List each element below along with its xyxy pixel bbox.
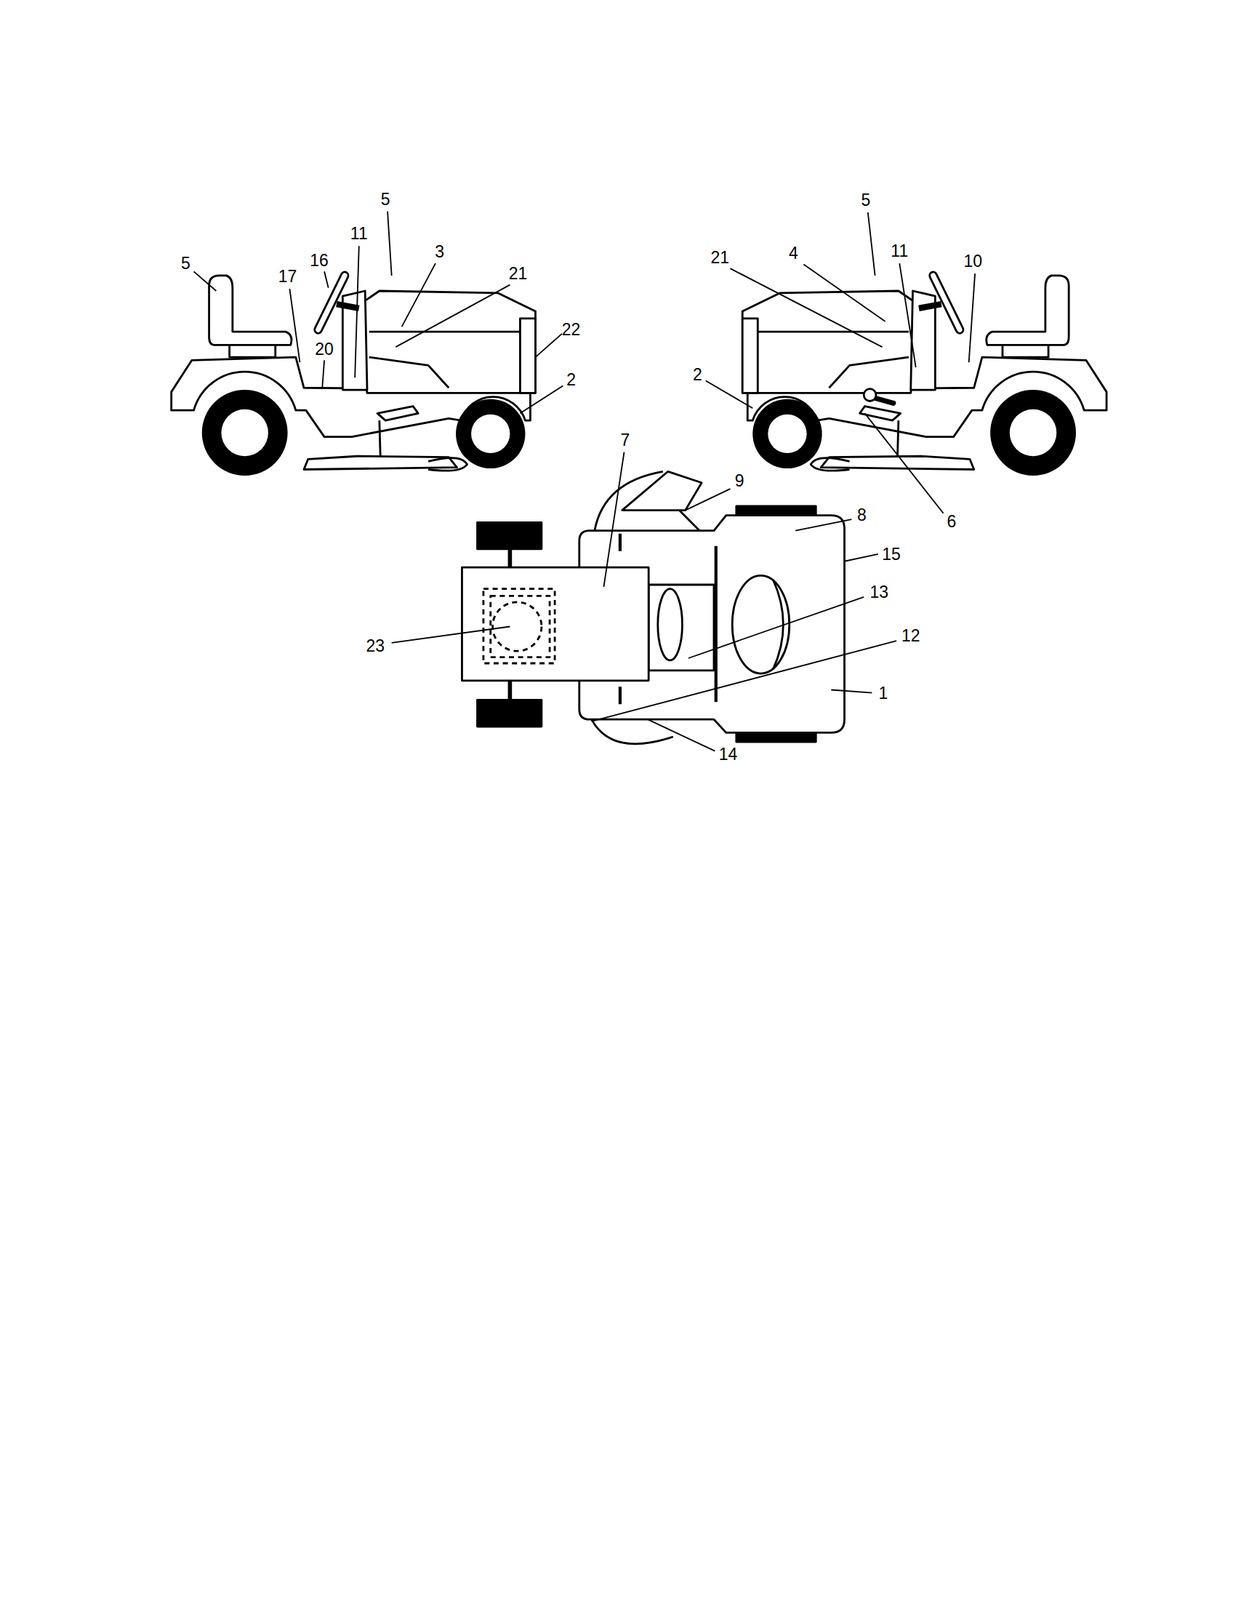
leader-line-part	[535, 333, 562, 357]
leader-line-part	[519, 385, 563, 413]
mower-left-view	[171, 275, 536, 476]
lift-lever	[863, 388, 894, 404]
mower-top-view-part	[492, 601, 542, 651]
mower-top-view	[461, 471, 845, 744]
leader-line-part	[354, 245, 360, 378]
mower-top-view-part	[772, 579, 783, 669]
mower-top-view-part	[508, 680, 513, 701]
mower-top-view-part	[591, 719, 674, 744]
callout-number: 15	[880, 544, 903, 563]
callout-number: 5	[379, 189, 392, 208]
leader-line-part	[688, 596, 864, 658]
mower-top-view-part	[461, 567, 649, 681]
callout-number: 12	[900, 625, 922, 645]
leader-line-part	[729, 268, 882, 347]
leader-line-part	[830, 689, 872, 693]
leader-line-part	[803, 264, 885, 323]
callout-number: 23	[364, 636, 387, 655]
leader-line-part	[844, 553, 879, 562]
leader-line-part	[647, 719, 716, 751]
callout-number: 2	[691, 364, 704, 384]
mower-top-view-part	[622, 471, 702, 510]
leader-line-part	[795, 519, 852, 530]
callout-number: 5	[179, 253, 192, 272]
mower-top-view-part	[490, 595, 550, 657]
callout-number: 16	[308, 250, 331, 269]
leader-line-part	[603, 452, 624, 587]
mower-top-view-part	[648, 584, 714, 671]
leader-line-part	[402, 263, 436, 327]
callout-number: 13	[868, 582, 890, 601]
mower-top-view-part	[477, 700, 542, 727]
mower-top-view-part	[736, 732, 816, 742]
leader-line-part	[387, 211, 392, 276]
callout-number: 8	[855, 505, 869, 525]
mower-top-view-part	[732, 575, 790, 674]
mower-top-view-part	[483, 588, 555, 664]
leader-line-part	[324, 271, 329, 288]
callout-number: 1	[876, 683, 890, 702]
callout-number: 3	[433, 242, 446, 261]
leader-line-part	[705, 380, 754, 408]
lift-lever-part	[875, 397, 894, 403]
leader-line-part	[391, 626, 511, 643]
leader-line	[194, 211, 976, 751]
leader-line-part	[899, 263, 916, 368]
callout-number: 9	[733, 471, 746, 490]
leader-line-part	[969, 273, 975, 363]
mower-top-view-part	[508, 548, 513, 568]
callout-number: 21	[507, 263, 530, 283]
mower-right-view	[742, 275, 1107, 476]
callout-number: 6	[945, 511, 958, 530]
leader-line-part	[685, 488, 731, 510]
callout-number: 11	[348, 224, 370, 243]
callout-number: 5	[860, 190, 873, 209]
callout-number: 20	[313, 339, 336, 358]
mower-top-view-part	[477, 521, 542, 549]
leader-line-part	[591, 640, 897, 722]
callout-number: 7	[619, 430, 632, 449]
callout-number: 4	[787, 243, 800, 262]
callout-number: 17	[276, 267, 299, 286]
leader-line-part	[289, 288, 300, 363]
callout-number: 10	[961, 252, 984, 271]
leader-line-part	[865, 412, 944, 513]
mower-top-view-part	[679, 510, 700, 531]
callout-number: 2	[564, 370, 578, 389]
lift-lever-part	[863, 388, 877, 402]
callout-number: 22	[560, 320, 583, 339]
leader-line-part	[395, 284, 510, 348]
leader-line-part	[322, 359, 325, 388]
callout-number: 14	[717, 744, 740, 763]
leader-line-part	[194, 271, 217, 291]
callout-number: 11	[889, 242, 910, 261]
mower-top-view-part	[736, 505, 816, 516]
mower-top-view-part	[657, 588, 683, 661]
callout-number: 21	[709, 247, 732, 267]
leader-line-part	[868, 212, 876, 276]
